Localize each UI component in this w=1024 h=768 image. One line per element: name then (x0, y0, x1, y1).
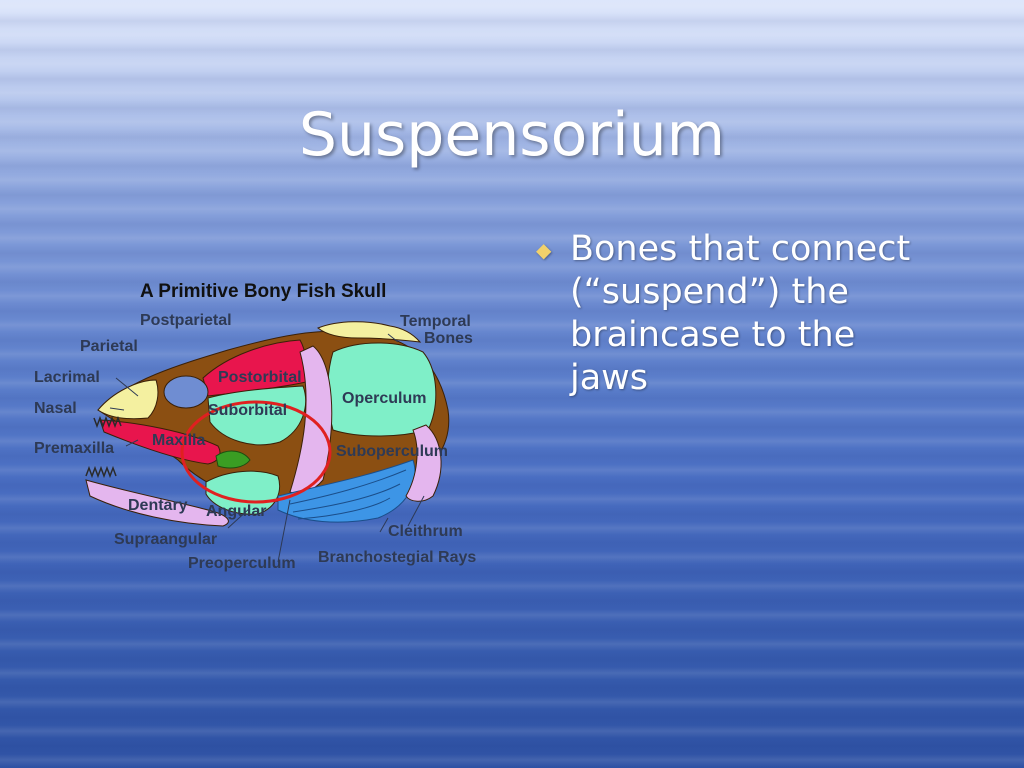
label-nasal: Nasal (34, 400, 77, 417)
fish-skull-diagram: A Primitive Bony Fish Skull (34, 281, 476, 572)
label-lacrimal: Lacrimal (34, 369, 100, 386)
diamond-icon: ◆ (536, 238, 552, 262)
cleithrum-shape (405, 424, 442, 502)
label-supraangular: Supraangular (114, 531, 217, 548)
bullet-item: ◆ Bones that connect (“suspend”) the bra… (532, 228, 932, 400)
suborbital-shape (207, 385, 307, 446)
label-suborbital: Suborbital (208, 402, 287, 419)
label-premaxilla: Premaxilla (34, 440, 114, 457)
dentary-shape (85, 479, 229, 527)
label-parietal: Parietal (80, 338, 138, 355)
bullet-list: ◆ Bones that connect (“suspend”) the bra… (532, 228, 932, 400)
label-branchostegial-rays: Branchostegial Rays (318, 549, 476, 566)
label-operculum: Operculum (342, 390, 426, 407)
label-temporal: Temporal (400, 313, 471, 330)
label-maxilla: Maxilla (152, 432, 205, 449)
label-postparietal: Postparietal (140, 312, 232, 329)
label-cleithrum: Cleithrum (388, 523, 463, 540)
slide-title: Suspensorium (298, 100, 726, 170)
bullet-text: Bones that connect (“suspend”) the brain… (570, 229, 911, 398)
label-bones: Bones (424, 330, 473, 347)
figure-title: A Primitive Bony Fish Skull (140, 281, 386, 302)
suspensorium-highlight-circle (180, 400, 332, 504)
label-preoperculum: Preoperculum (188, 555, 296, 572)
label-postorbital: Postorbital (218, 369, 302, 386)
premaxilla-teeth (93, 415, 122, 429)
leader-lines (109, 333, 425, 563)
branchostegial-ray-lines (289, 469, 407, 520)
orbit-opening (163, 375, 209, 409)
temporal-bones-shape (317, 321, 422, 343)
label-suboperculum: Suboperculum (336, 443, 448, 460)
lacrimal-shape (97, 379, 159, 420)
dentary-teeth (85, 465, 117, 479)
quadrate-shape (215, 450, 251, 469)
label-angular: Angular (206, 503, 266, 520)
label-dentary: Dentary (128, 497, 188, 514)
